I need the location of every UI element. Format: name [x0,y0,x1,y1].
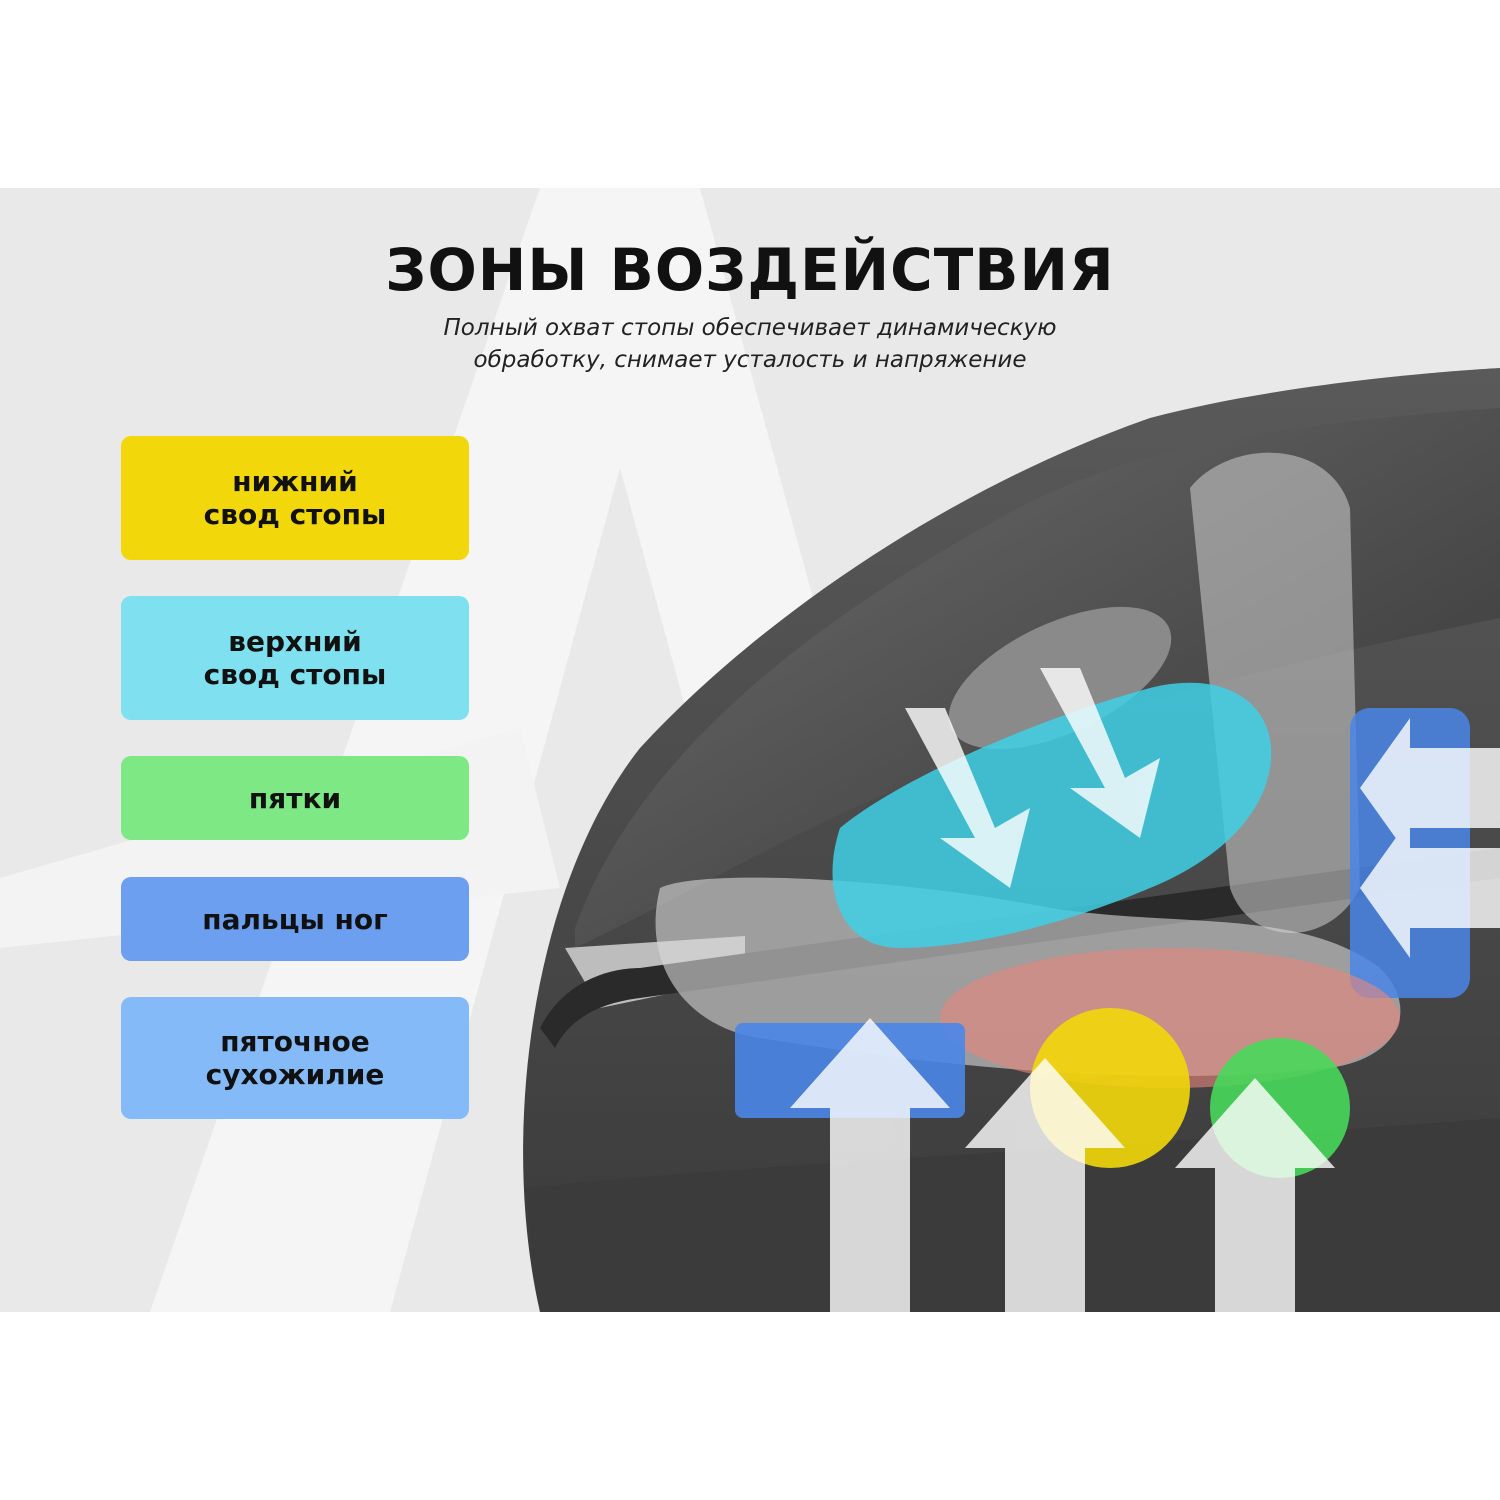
zone-lower-arch[interactable]: нижний свод стопы [121,436,469,560]
zone-label: пяточное сухожилие [205,1025,385,1091]
foot-massager-illustration [523,368,1500,1312]
page-subtitle: Полный охват стопы обеспечивает динамиче… [300,312,1200,376]
background-card [0,188,1500,1312]
subtitle-line-2: обработку, снимает усталость и напряжени… [473,347,1027,373]
subtitle-line-1: Полный охват стопы обеспечивает динамиче… [443,315,1057,341]
zone-label: пальцы ног [202,902,388,936]
page-title: ЗОНЫ ВОЗДЕЙСТВИЯ [385,236,1115,304]
zone-toes[interactable]: пальцы ног [121,877,469,961]
zone-heels[interactable]: пятки [121,756,469,840]
zone-label: нижний свод стопы [203,465,387,531]
zone-label: верхний свод стопы [203,625,387,691]
zone-achilles[interactable]: пяточное сухожилие [121,997,469,1119]
zone-upper-arch[interactable]: верхний свод стопы [121,596,469,720]
zone-label: пятки [248,781,342,815]
